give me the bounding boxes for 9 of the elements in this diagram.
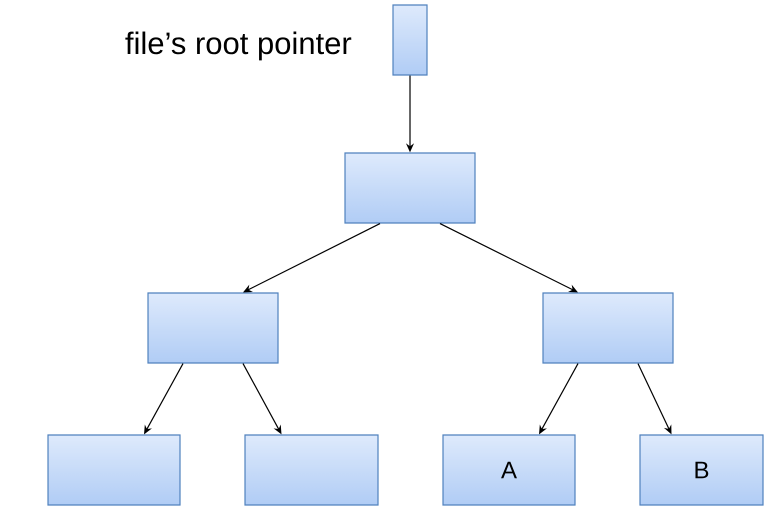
tree-node-box xyxy=(47,434,181,506)
node-caption: file’s root pointer xyxy=(125,32,352,60)
tree-node-box xyxy=(344,152,476,224)
tree-node-box xyxy=(392,4,428,76)
tree-node-box: A xyxy=(442,434,576,506)
tree-node-box xyxy=(244,434,379,506)
tree-node-box xyxy=(147,292,279,364)
tree-node-box xyxy=(542,292,674,364)
tree-node-box: B xyxy=(639,434,764,506)
